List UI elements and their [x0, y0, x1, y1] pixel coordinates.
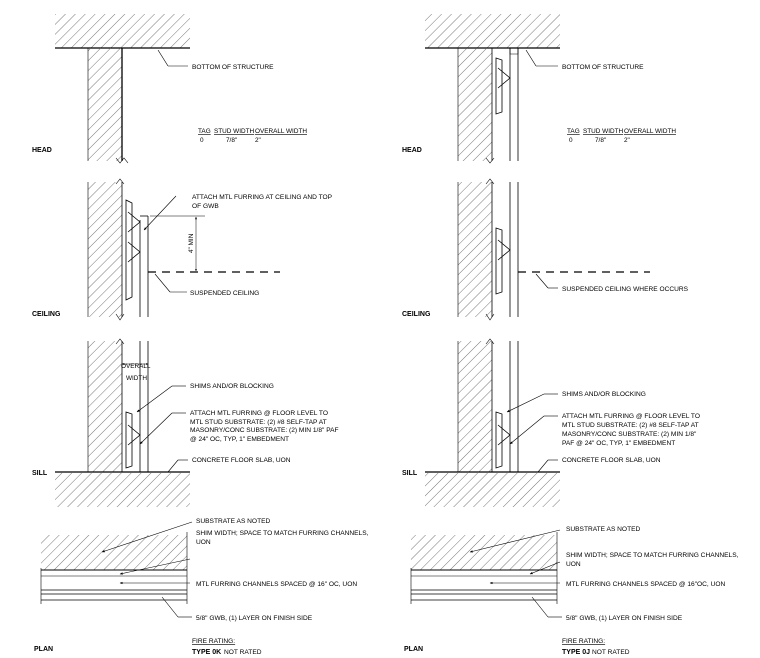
dim-overall-width-text-1: OVERALL [121, 363, 151, 370]
label-head: HEAD [402, 147, 422, 154]
note-substrate: SUBSTRATE AS NOTED [196, 518, 270, 525]
wall-substrate-hatch [458, 182, 492, 317]
head-section-left: BOTTOM OF STRUCTURE TAG STUD WIDTH OVERA… [32, 14, 307, 164]
note-suspended-ceiling: SUSPENDED CEILING [190, 290, 259, 297]
note-bottom-of-structure: BOTTOM OF STRUCTURE [192, 64, 274, 71]
note-concrete-slab: CONCRETE FLOOR SLAB, UON [562, 457, 661, 464]
wall-type: TYPE 0K [192, 649, 221, 656]
plan-section-left: SUBSTRATE AS NOTED SHIM WIDTH; SPACE TO … [34, 518, 369, 656]
table-header-tag: TAG [198, 128, 211, 135]
floor-slab-hatch [425, 473, 560, 507]
note-attach-floor-4: PAF @ 24" OC, TYP, 1" EMBEDMENT [562, 440, 675, 447]
note-bottom-of-structure: BOTTOM OF STRUCTURE [562, 64, 644, 71]
note-attach-mtl-furring-2: OF GWB [192, 203, 219, 210]
wall-type: TYPE 0J [562, 649, 590, 656]
note-shims-blocking: SHIMS AND/OR BLOCKING [562, 391, 646, 398]
label-sill: SILL [402, 470, 418, 477]
note-substrate: SUBSTRATE AS NOTED [566, 526, 640, 533]
sill-section-left: OVERALL WIDTH SHIMS AND/OR BLOCKING ATTA… [32, 338, 339, 507]
furring-channel [495, 57, 503, 115]
furring-channel [125, 199, 133, 301]
note-attach-floor-1: ATTACH MTL FURRING @ FLOOR LEVEL TO [562, 413, 700, 420]
rating-value: NOT RATED [224, 649, 262, 656]
note-attach-floor-2: MTL STUD SUBSTRATE: (2) #8 SELF-TAP AT [190, 419, 327, 426]
note-attach-floor-3: MASONRY/CONC SUBSTRATE: (2) MIN 1/8" [562, 431, 697, 438]
note-gwb: 5/8" GWB, (1) LAYER ON FINISH SIDE [196, 615, 313, 622]
structure-hatch [55, 14, 190, 48]
note-shim-width-1: SHIM WIDTH; SPACE TO MATCH FURRING CHANN… [566, 552, 739, 559]
table-header-overall-width: OVERALL WIDTH [255, 128, 307, 135]
note-shims-blocking: SHIMS AND/OR BLOCKING [190, 383, 274, 390]
dim-4in-min-text: 4" MIN [188, 233, 195, 253]
table-value-overall-width: 2" [624, 137, 630, 144]
wall-substrate-hatch [88, 182, 122, 317]
wall-substrate-hatch [458, 48, 492, 161]
fire-rating-label: FIRE RATING: [562, 638, 605, 645]
note-furring-channels: MTL FURRING CHANNELS SPACED @ 16" OC, UO… [196, 581, 357, 588]
table-header-tag: TAG [567, 128, 580, 135]
head-section-right: BOTTOM OF STRUCTURE TAG STUD WIDTH OVERA… [402, 14, 676, 164]
note-attach-mtl-furring-1: ATTACH MTL FURRING AT CEILING AND TOP [192, 194, 333, 201]
label-plan: PLAN [34, 646, 53, 653]
note-concrete-slab: CONCRETE FLOOR SLAB, UON [192, 457, 291, 464]
structure-hatch [425, 14, 560, 48]
wall-substrate-hatch [88, 341, 122, 472]
note-attach-floor-4: @ 24" OC, TYP, 1" EMBEDMENT [190, 436, 289, 443]
furring-channel [495, 411, 503, 469]
ceiling-section-left: 4" MIN ATTACH MTL FURRING AT CEILING AND… [32, 178, 333, 321]
note-suspended-ceiling: SUSPENDED CEILING WHERE OCCURS [562, 286, 689, 293]
label-ceiling: CEILING [32, 311, 61, 318]
substrate-hatch [411, 535, 557, 570]
note-gwb: 5/8" GWB, (1) LAYER ON FINISH SIDE [566, 615, 683, 622]
note-attach-floor-2: MTL STUD SUBSTRATE: (2) #8 SELF-TAP AT [562, 422, 699, 429]
furring-channel [125, 411, 133, 469]
wall-substrate-hatch [88, 48, 122, 161]
table-header-stud-width: STUD WIDTH [214, 128, 254, 135]
dim-overall-width-text-2: WIDTH [126, 375, 147, 382]
note-shim-width-1: SHIM WIDTH; SPACE TO MATCH FURRING CHANN… [196, 530, 369, 537]
table-value-tag: 0 [569, 137, 573, 144]
wall-substrate-hatch [458, 341, 492, 472]
table-value-stud-width: 7/8" [226, 137, 237, 144]
note-attach-floor-1: ATTACH MTL FURRING @ FLOOR LEVEL TO [190, 410, 328, 417]
label-plan: PLAN [404, 646, 423, 653]
note-shim-width-2: UON [196, 539, 211, 546]
floor-slab-hatch [55, 473, 190, 507]
table-value-overall-width: 2" [255, 137, 261, 144]
table-header-overall-width: OVERALL WIDTH [624, 128, 676, 135]
ceiling-section-right: SUSPENDED CEILING WHERE OCCURS CEILING [402, 178, 689, 321]
label-sill: SILL [32, 470, 48, 477]
label-head: HEAD [32, 147, 52, 154]
table-header-stud-width: STUD WIDTH [583, 128, 623, 135]
furring-channel [495, 227, 503, 295]
table-value-tag: 0 [200, 137, 204, 144]
sill-section-right: SHIMS AND/OR BLOCKING ATTACH MTL FURRING… [402, 338, 700, 507]
fire-rating-label: FIRE RATING: [192, 638, 235, 645]
detail-left: BOTTOM OF STRUCTURE TAG STUD WIDTH OVERA… [32, 14, 369, 656]
table-value-stud-width: 7/8" [595, 137, 606, 144]
label-ceiling: CEILING [402, 311, 431, 318]
plan-section-right: SUBSTRATE AS NOTED SHIM WIDTH; SPACE TO … [404, 526, 739, 656]
note-attach-floor-3: MASONRY/CONC SUBSTRATE: (2) MIN 1/8" PAF [190, 427, 339, 434]
note-furring-channels: MTL FURRING CHANNELS SPACED @ 16"OC, UON [566, 581, 725, 588]
substrate-hatch [41, 535, 187, 570]
rating-value: NOT RATED [592, 649, 630, 656]
note-shim-width-2: UON [566, 561, 581, 568]
detail-right: BOTTOM OF STRUCTURE TAG STUD WIDTH OVERA… [402, 14, 739, 656]
